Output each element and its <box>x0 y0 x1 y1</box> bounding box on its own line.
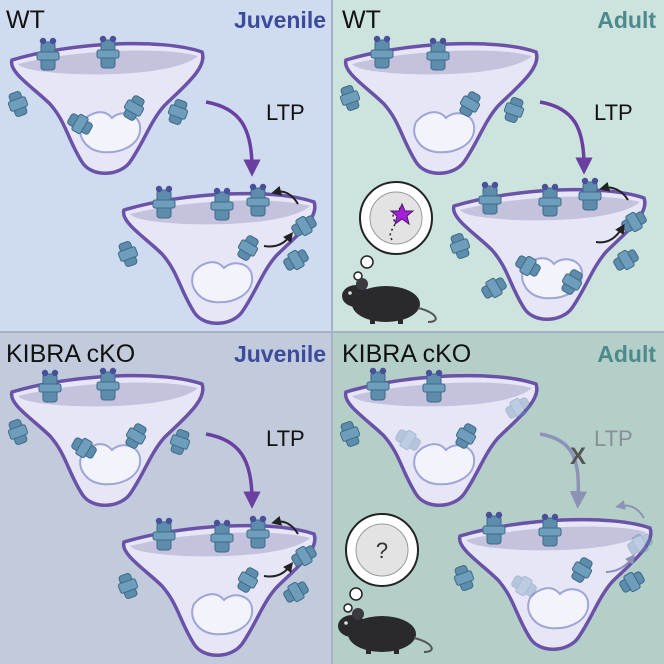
blocked-marker: X <box>570 443 586 470</box>
panel-ko-adult: KIBRA cKO Adult X LTP <box>333 333 664 664</box>
horizontal-divider <box>0 331 664 333</box>
age-label: Adult <box>597 341 656 367</box>
age-label: Adult <box>597 7 656 33</box>
memory-question-mark: ? <box>376 538 388 563</box>
panel-ko-juvenile: KIBRA cKO Juvenile LTP <box>0 333 331 664</box>
genotype-label: KIBRA cKO <box>6 340 135 368</box>
panel-wt-juvenile: WT Juvenile LTP <box>0 0 331 331</box>
age-label: Juvenile <box>234 341 326 367</box>
ltp-label: LTP <box>266 100 305 125</box>
genotype-label: KIBRA cKO <box>342 340 471 368</box>
panel-wt-adult: WT Adult LTP <box>333 0 664 331</box>
ltp-label: LTP <box>594 426 633 451</box>
ltp-label: LTP <box>266 426 305 451</box>
genotype-label: WT <box>6 6 45 34</box>
ltp-label: LTP <box>594 100 633 125</box>
genotype-label: WT <box>342 6 381 34</box>
age-label: Juvenile <box>234 7 326 33</box>
